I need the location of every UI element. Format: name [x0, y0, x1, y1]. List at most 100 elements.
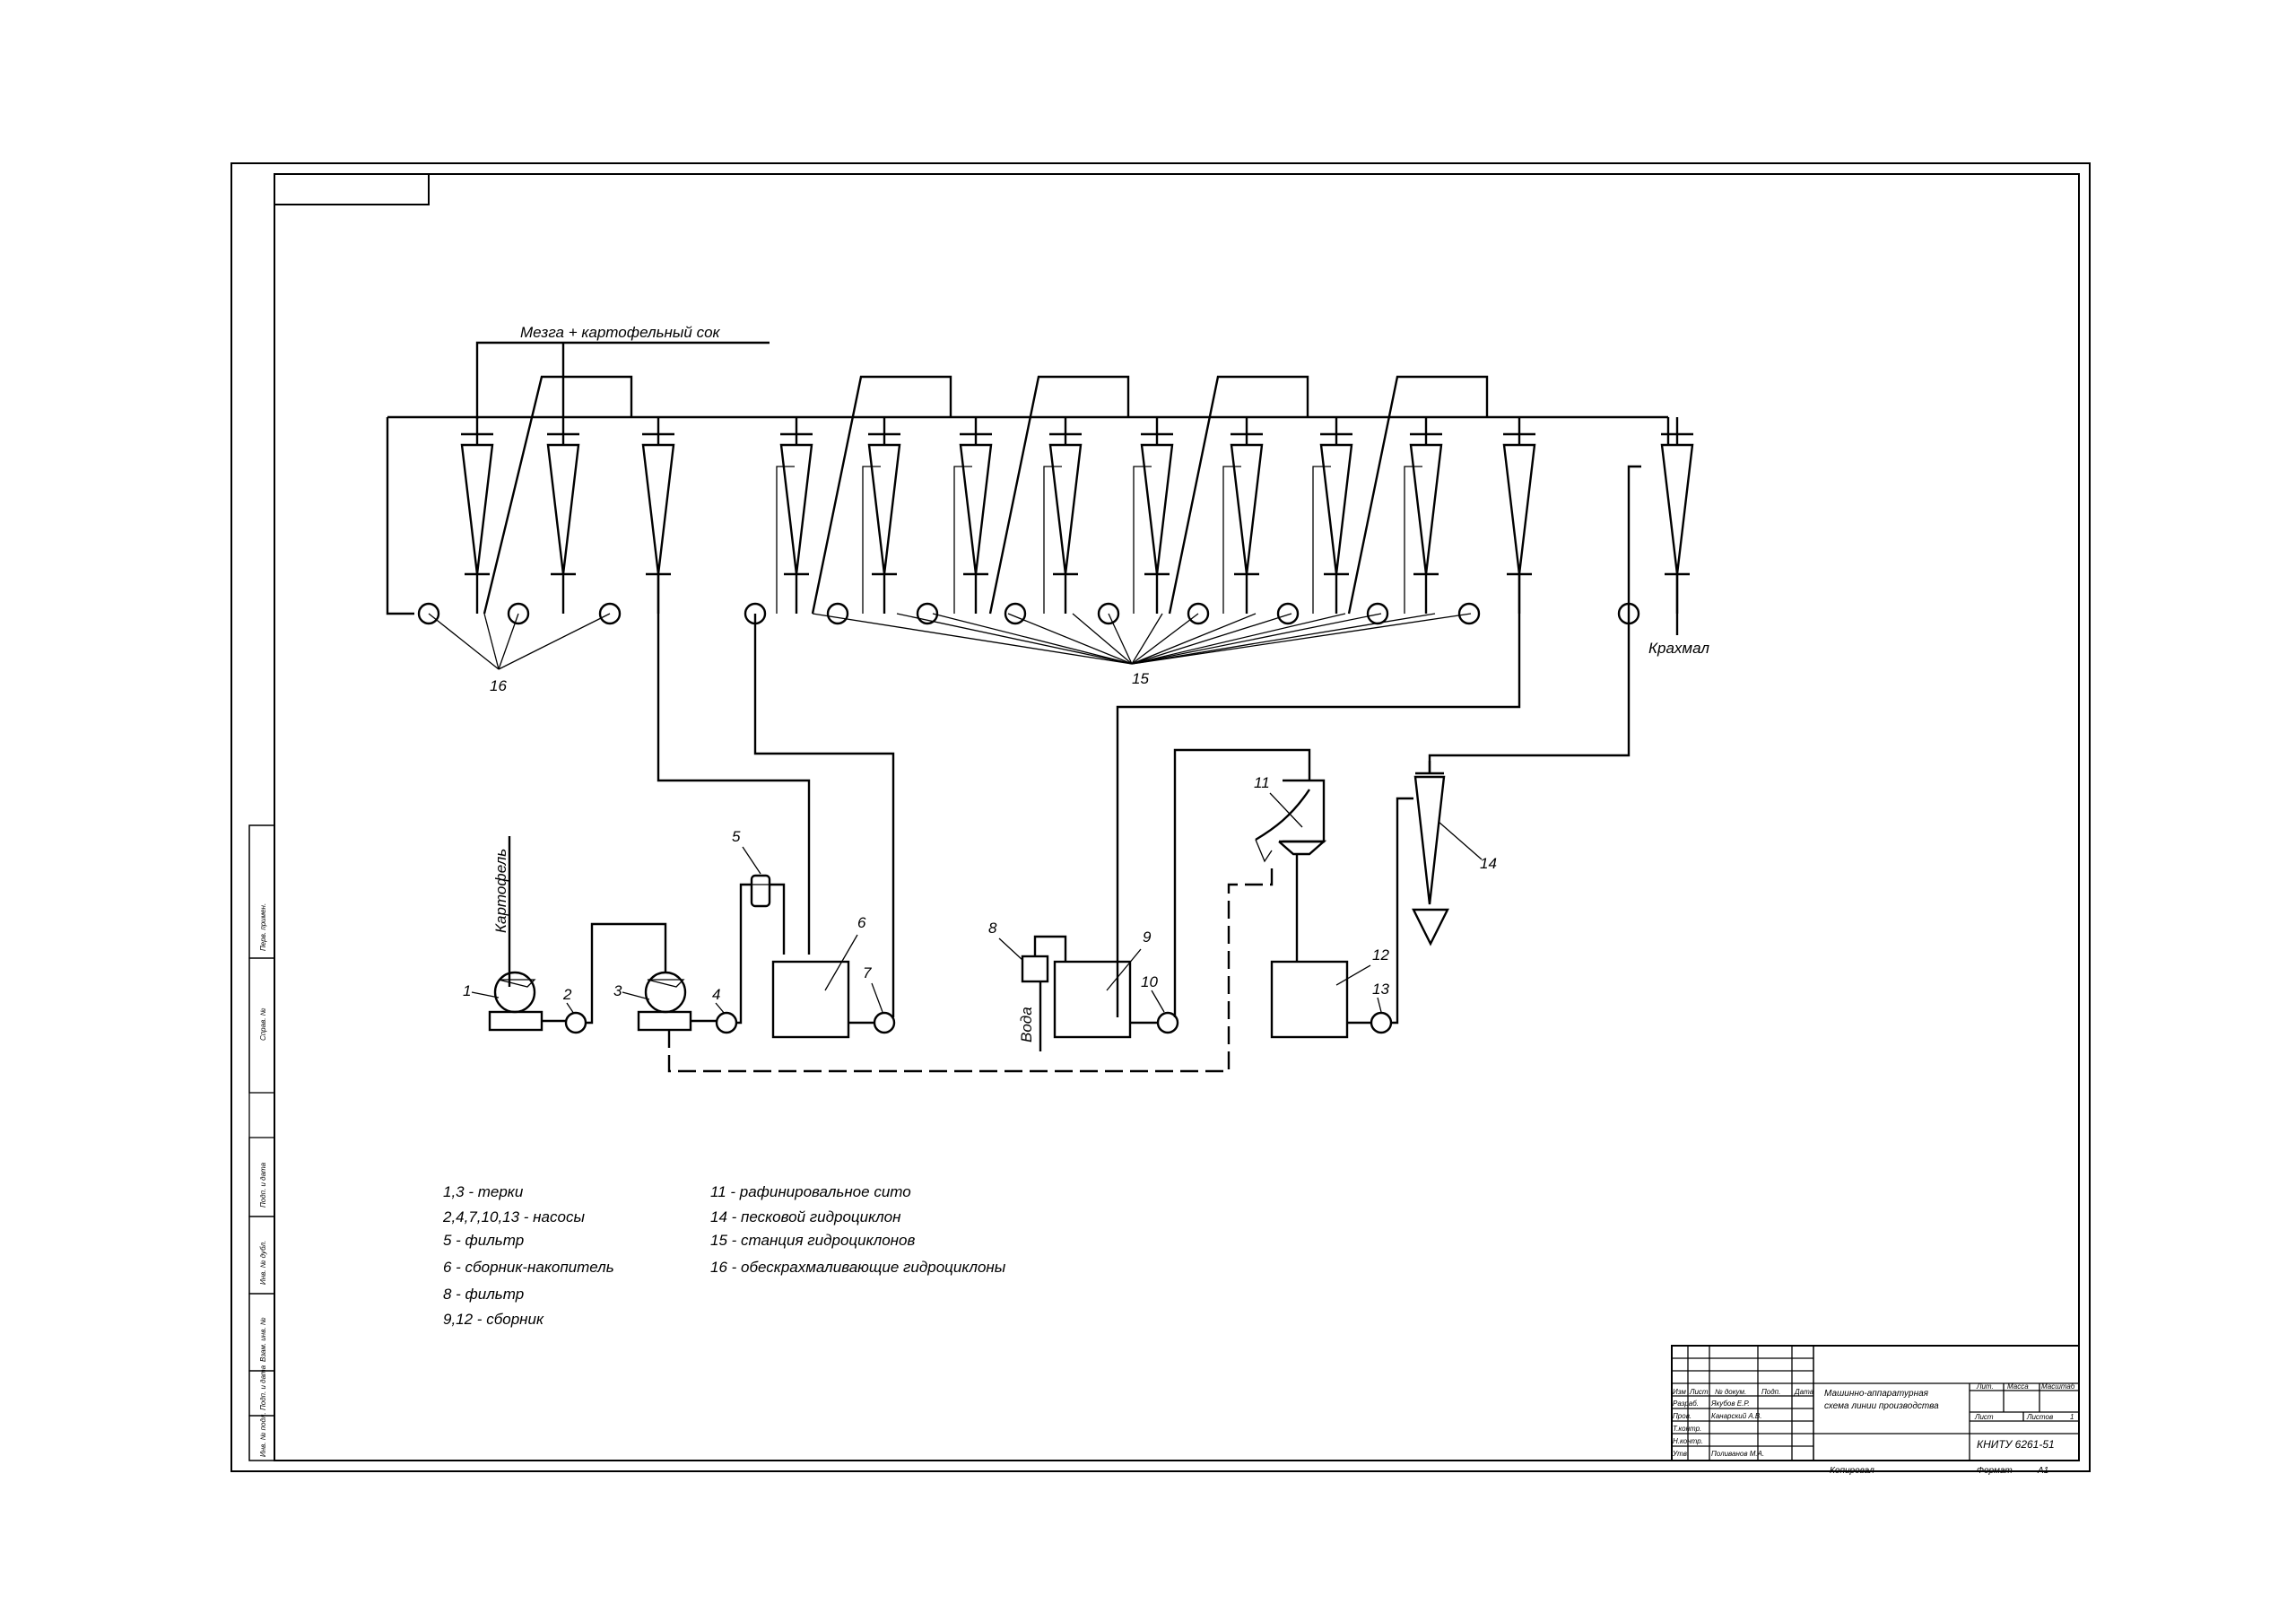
dashed-return-line [667, 863, 1274, 1073]
feed-line: Мезга + картофельный сок [475, 324, 770, 419]
tb-lit: Лит. [1976, 1382, 1994, 1391]
legend: 1,3 - терки 2,4,7,10,13 - насосы 5 - фил… [442, 1183, 1006, 1328]
fan15-line-1 [812, 613, 1133, 665]
label-1: 1 [463, 982, 471, 999]
hydrocyclone-2 [546, 417, 580, 614]
tb-format-label: Формат [1977, 1466, 2013, 1476]
label-15: 15 [1132, 670, 1149, 687]
cyclone-pump-3 [598, 602, 622, 625]
label-4: 4 [712, 986, 720, 1003]
inner-frame [274, 173, 2080, 1461]
label-10: 10 [1141, 973, 1158, 990]
cyclone-pump-6 [916, 602, 939, 625]
return-line-5 [1347, 375, 1489, 615]
label-potato: Картофель [492, 849, 509, 933]
fan15-line-9 [1131, 613, 1257, 665]
tb-copied: Копировал [1830, 1466, 1874, 1476]
loop-3 [953, 466, 972, 614]
label-3: 3 [613, 982, 622, 999]
sieve-11: 11 [1254, 774, 1327, 863]
legend-right-2: 15 - станция гидроциклонов [710, 1232, 915, 1249]
cyclone-pump-5 [826, 602, 849, 625]
legend-left-4: 8 - фильтр [443, 1286, 524, 1303]
cyclone-pump-8 [1097, 602, 1120, 625]
title-block: Изм Лист № докум. Подп. Дата Разраб. Про… [1671, 1345, 2080, 1476]
outer-frame [230, 162, 2091, 1472]
pump-13: 13 [1347, 797, 1413, 1034]
label-7: 7 [863, 964, 872, 981]
fan-16: 16 [428, 613, 611, 694]
label-top-feed: Мезга + картофельный сок [520, 324, 721, 341]
legend-right-0: 11 - рафинировальное сито [710, 1183, 911, 1200]
pump-7: 7 [848, 964, 896, 1034]
fan15-line-8 [1131, 613, 1199, 665]
filter-5: 5 [732, 828, 786, 955]
return-line-2 [811, 375, 952, 615]
tb-row-tkontr: Т.контр. [1673, 1425, 1701, 1433]
hydrocyclone-8 [1140, 417, 1174, 614]
header-left-return [386, 417, 414, 615]
legend-left-5: 9,12 - сборник [443, 1311, 544, 1328]
collector-6: 6 [771, 914, 866, 1039]
tb-col-izm: Изм [1673, 1388, 1686, 1396]
label-starch: Крахмал [1648, 640, 1709, 657]
label-2: 2 [562, 986, 572, 1003]
label-8: 8 [988, 920, 997, 937]
collector-12: 12 [1270, 946, 1389, 1039]
grater-1: Картофель 1 [463, 836, 567, 1032]
side-stamp-5: Взам. инв. № [259, 1317, 267, 1362]
hydrocyclone-1 [460, 417, 494, 614]
fan15-line-4 [1007, 613, 1133, 665]
collector-9: 9 [1053, 929, 1152, 1039]
fan15-line-5 [1072, 613, 1133, 665]
tb-row-prov: Пров. [1673, 1412, 1692, 1420]
label-14: 14 [1480, 855, 1497, 872]
cyclone-pump-10 [1276, 602, 1300, 625]
fan15-line-7 [1131, 613, 1163, 665]
hydrocyclone-9 [1230, 417, 1264, 614]
tb-massa: Масса [2007, 1382, 2029, 1391]
label-5: 5 [732, 828, 741, 845]
pump-2: 2 [562, 922, 667, 1034]
label-water: Вода [1018, 1007, 1035, 1042]
process-piping: Крахмал [657, 465, 1709, 1017]
tb-row-razrab: Разраб. [1673, 1400, 1699, 1408]
tb-doc-title-2: схема линии производства [1824, 1401, 1939, 1411]
hydrocyclone-6 [959, 417, 993, 614]
pump-4: 4 [712, 883, 752, 1034]
tb-row-nkontr: Н.контр. [1673, 1437, 1703, 1445]
hydrocyclone-5 [867, 417, 901, 614]
label-13: 13 [1372, 981, 1389, 998]
legend-left-0: 1,3 - терки [443, 1183, 524, 1200]
loop-8 [1404, 466, 1422, 614]
label-11: 11 [1254, 774, 1270, 791]
tb-listov-label: Листов [2026, 1413, 2053, 1421]
fan15-line-6 [1108, 613, 1133, 665]
fan15-line-2 [896, 613, 1133, 665]
cyclone-pump-group [417, 602, 1640, 625]
side-stamp-strip: Перв. примен. Справ. № Подп. и дата Инв.… [248, 824, 275, 1461]
side-stamp-7: Инв. № подл. [259, 1412, 267, 1457]
tb-col-doc: № докум. [1715, 1388, 1746, 1396]
tb-col-podp: Подп. [1761, 1388, 1780, 1396]
cyclone-pump-1 [417, 602, 440, 625]
tb-row-utv: Утв. [1672, 1450, 1689, 1458]
loop-2 [862, 466, 881, 614]
hydrocyclone-7 [1048, 417, 1083, 614]
corner-stamp-box [274, 173, 430, 205]
label-16: 16 [490, 677, 507, 694]
fan-15 [812, 613, 1472, 665]
grater-3: 3 [613, 971, 718, 1032]
legend-left-1: 2,4,7,10,13 - насосы [442, 1208, 585, 1225]
filter-8: Вода 8 [988, 920, 1067, 1051]
tb-name-prov: Канарский А.В. [1711, 1412, 1761, 1420]
return-line-4 [1168, 375, 1309, 615]
fan15-line-3 [932, 613, 1133, 665]
loop-6 [1222, 466, 1241, 614]
return-line-3 [988, 375, 1130, 615]
fan15-line-11 [1131, 613, 1346, 665]
cyclone-pump-7 [1004, 602, 1027, 625]
tb-name-razrab: Якубов Е.Р. [1710, 1400, 1750, 1408]
legend-left-2: 5 - фильтр [443, 1232, 524, 1249]
cyclone-pump-12 [1457, 602, 1481, 625]
